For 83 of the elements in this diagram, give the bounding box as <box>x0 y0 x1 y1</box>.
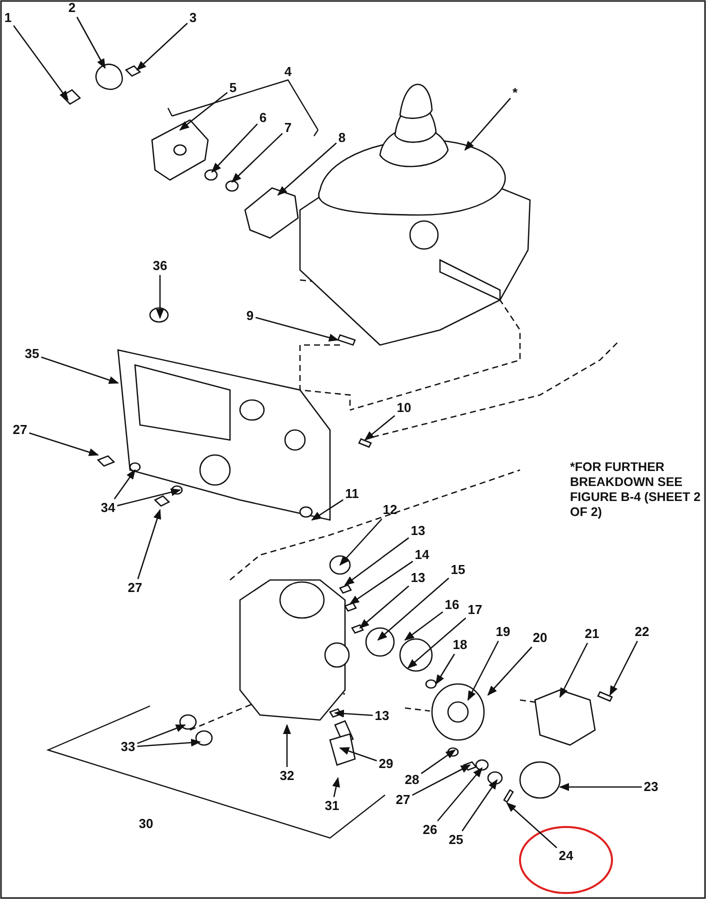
callout-number: 13 <box>374 709 390 723</box>
leader-line <box>420 749 456 774</box>
leader-line <box>462 779 498 832</box>
callout-number: 9 <box>246 309 254 323</box>
leader-line <box>29 432 99 456</box>
leader-line <box>283 724 291 767</box>
leader-line <box>339 747 377 762</box>
leader-line <box>137 738 201 747</box>
callout-number: 12 <box>382 503 398 517</box>
callout-number: 24 <box>558 849 574 863</box>
callout-number: 22 <box>634 625 650 639</box>
callout-number: 31 <box>324 799 340 813</box>
leader-line <box>179 92 228 131</box>
callout-number: 17 <box>468 603 482 617</box>
leader-line <box>136 22 188 71</box>
leader-line <box>277 142 337 196</box>
leader-line <box>487 646 532 696</box>
callout-number: 16 <box>444 598 460 612</box>
leader-line <box>559 783 642 791</box>
callout-number: 14 <box>414 548 430 562</box>
callout-number: 27 <box>12 423 28 437</box>
leader-line <box>211 124 258 173</box>
callout-number: 7 <box>284 121 292 135</box>
leader-line <box>114 469 136 500</box>
leader-line <box>156 275 164 319</box>
callout-number: 30 <box>138 817 154 831</box>
callout-number: 33 <box>120 740 136 754</box>
leader-line <box>332 777 340 798</box>
callout-number: 29 <box>378 757 394 771</box>
callout-number: 13 <box>410 571 426 585</box>
leader-line <box>559 642 588 698</box>
leader-line <box>349 560 414 605</box>
leader-line <box>311 499 344 521</box>
leader-line <box>437 767 483 822</box>
callout-number: * <box>512 86 518 100</box>
leader-line <box>76 16 106 69</box>
callout-number: 1 <box>4 11 12 25</box>
callout-number: 35 <box>24 347 40 361</box>
callout-number: 34 <box>100 501 116 515</box>
leader-line <box>407 618 466 669</box>
leader-line <box>609 640 638 696</box>
callout-number: 3 <box>189 11 197 25</box>
callout-number: 36 <box>152 259 168 273</box>
callout-number: 19 <box>496 625 510 639</box>
callout-number: 21 <box>584 627 600 641</box>
callout-number: 23 <box>644 780 658 794</box>
leader-line <box>377 578 450 641</box>
callout-number: 25 <box>448 833 464 847</box>
callout-number: 8 <box>338 131 346 145</box>
callout-number: 18 <box>452 638 468 652</box>
callout-number: 11 <box>345 487 359 501</box>
leader-line <box>41 356 119 384</box>
callout-number: 6 <box>259 111 267 125</box>
leader-line <box>137 724 186 744</box>
leader-line <box>339 518 382 566</box>
callout-number: 20 <box>532 631 548 645</box>
callout-number: 2 <box>68 1 76 15</box>
callout-number: 15 <box>450 563 466 577</box>
callout-number: 5 <box>229 81 237 95</box>
leader-line <box>364 415 396 441</box>
callout-number: 13 <box>410 524 426 538</box>
leader-line <box>13 25 69 101</box>
leader-line <box>334 710 373 718</box>
leader-line <box>231 132 283 183</box>
callout-number: 10 <box>396 401 412 415</box>
leader-line <box>467 640 499 701</box>
leader-line <box>404 611 444 641</box>
leader-line <box>359 585 410 629</box>
leader-line <box>117 488 181 506</box>
callout-number: 27 <box>396 793 410 807</box>
callout-number: 32 <box>280 769 294 783</box>
callout-number: 26 <box>422 823 438 837</box>
callout-number: 27 <box>128 581 142 595</box>
leader-line <box>255 316 339 342</box>
leader-line <box>464 98 511 151</box>
callout-number: 4 <box>284 65 292 79</box>
leader-line <box>344 537 410 586</box>
leader-line <box>412 764 471 796</box>
callout-number: 28 <box>404 773 420 787</box>
leader-line <box>506 802 558 848</box>
note-text: *FOR FURTHER BREAKDOWN SEE FIGURE B-4 (SHEET 2 OF 2) <box>570 460 702 520</box>
leader-line <box>435 654 456 685</box>
leader-line <box>137 509 162 580</box>
